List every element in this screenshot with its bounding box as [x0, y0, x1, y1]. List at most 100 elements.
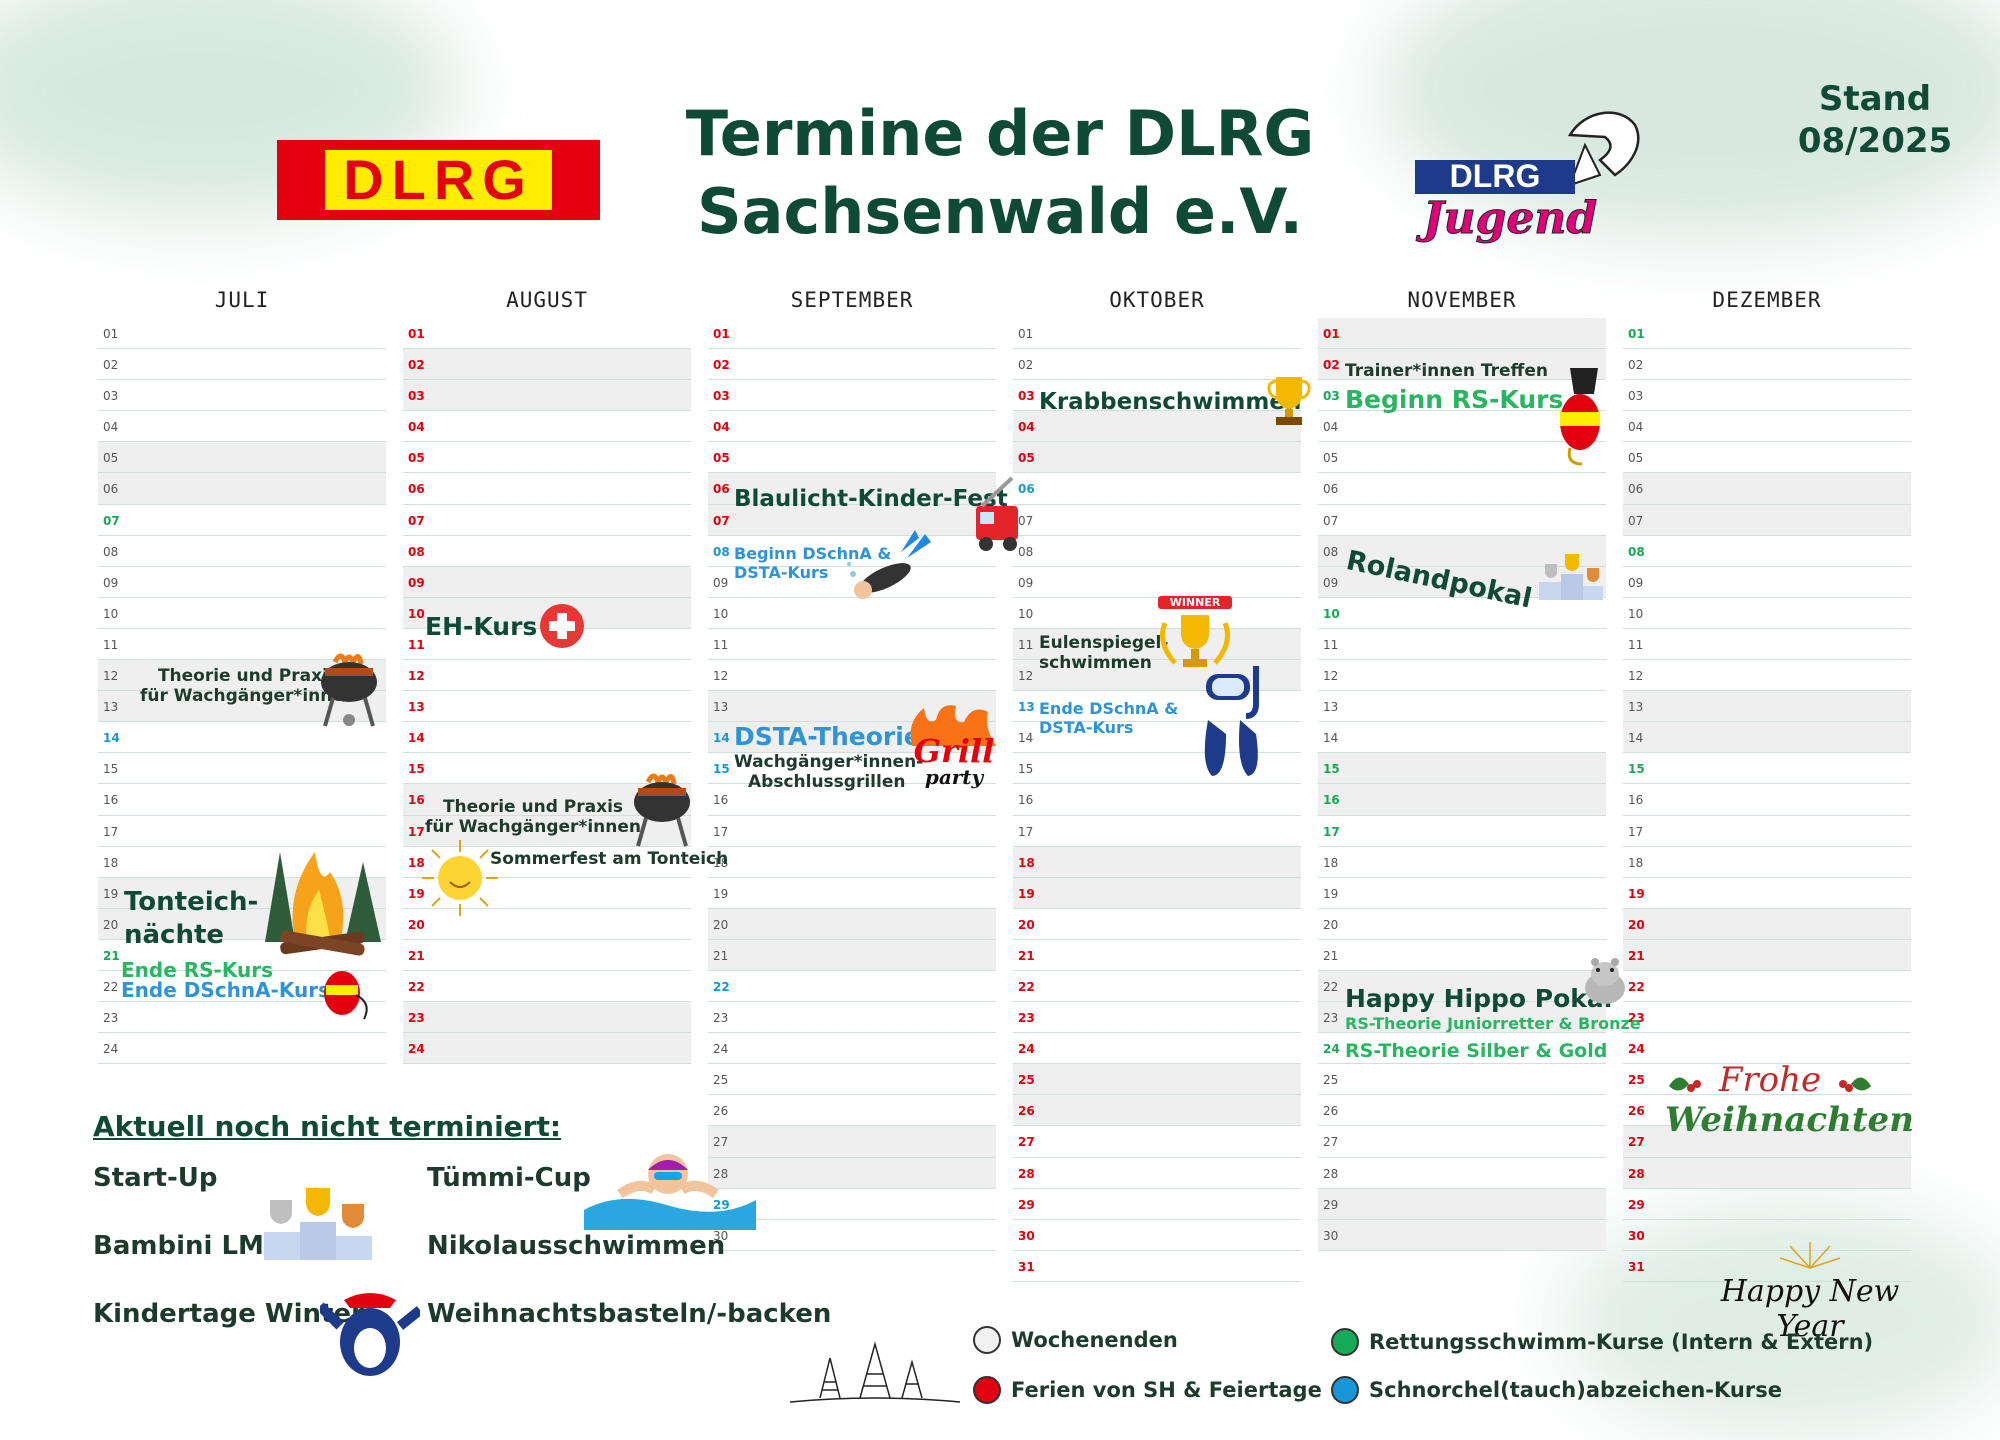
day-row: 22 [403, 971, 691, 1003]
jugend-logo-bar [1415, 160, 1575, 194]
day-row: 06 [1623, 473, 1911, 505]
event-tonteich: Tonteich- nächte [124, 887, 259, 950]
day-row: 03 [708, 380, 996, 412]
month-name: DEZEMBER [1712, 288, 1822, 312]
day-row: 07 [1623, 504, 1911, 536]
day-row: 23 [1623, 1002, 1911, 1034]
event-krabbenschwimmen: Krabbenschwimmen [1039, 389, 1302, 415]
day-row: 16 [1013, 784, 1301, 816]
unscheduled-title: Aktuell noch nicht terminiert: [93, 1110, 562, 1143]
day-row: 13 [1318, 691, 1606, 723]
day-row: 22 [1013, 971, 1301, 1003]
day-row: 23 [98, 1002, 386, 1034]
day-row: 29 [708, 1189, 996, 1220]
day-row: 02 [1318, 349, 1606, 381]
event-ende-dschna-kurs: Ende DSchnA-Kurs [121, 978, 331, 1002]
hippo-icon [1585, 958, 1625, 1004]
day-row: 17 [708, 816, 996, 847]
day-row: 01 [1623, 318, 1911, 350]
day-row: 05 [1013, 442, 1301, 474]
day-row: 23 [708, 1002, 996, 1034]
day-row: 29 [1318, 1188, 1606, 1220]
day-row: 08 [98, 536, 386, 567]
day-row: 18 [403, 847, 691, 878]
day-row: 25 [1623, 1064, 1911, 1096]
day-row: 02 [403, 349, 691, 381]
day-row: 14 [1318, 722, 1606, 754]
campfire-icon [265, 852, 381, 956]
winter-trees-icon [790, 1341, 960, 1403]
day-row: 19 [1013, 877, 1301, 909]
day-row: 24 [1318, 1033, 1606, 1065]
frohe-weihnachten-graphic: Frohe Weihnachten [1665, 1060, 1914, 1140]
day-row: 24 [708, 1033, 996, 1065]
stand-label: Stand 08/2025 [1797, 79, 1953, 161]
fireworks-icon [1779, 1242, 1841, 1269]
grill-icon [321, 653, 377, 727]
unscheduled-weihnachtsbasteln: Weihnachtsbasteln/-backen [427, 1299, 832, 1329]
podium-icon [1539, 554, 1603, 600]
day-row: 18 [1318, 847, 1606, 878]
day-row: 04 [403, 411, 691, 443]
day-row: 30 [1318, 1219, 1606, 1251]
day-row: 08 [1318, 535, 1606, 567]
day-row: 22 [1318, 970, 1606, 1003]
event-ende-rs-kurs: Ende RS-Kurs [121, 958, 274, 982]
day-row: 11 [403, 629, 691, 661]
day-row: 06 [98, 473, 386, 505]
day-row: 24 [98, 1033, 386, 1065]
dlrg-logo: DLRG [277, 140, 600, 220]
day-row: 01 [1318, 318, 1606, 350]
day-row: 03 [1623, 380, 1911, 412]
month-name: OKTOBER [1109, 288, 1205, 312]
day-row: 16 [1623, 784, 1911, 816]
day-row: 27 [1318, 1126, 1606, 1158]
day-row: 25 [708, 1064, 996, 1096]
day-row: 23 [1013, 1002, 1301, 1034]
day-row: 06 [708, 473, 996, 505]
rescue-tube-icon [324, 971, 368, 1020]
day-row: 02 [1013, 349, 1301, 381]
day-row: 30 [1623, 1220, 1911, 1251]
day-row: 18 [1623, 847, 1911, 878]
day-row: 19 [1623, 878, 1911, 909]
day-row: 09 [1013, 567, 1301, 598]
day-row: 06 [1318, 473, 1606, 505]
day-row: 22 [708, 971, 996, 1003]
background-wash-bottom-right [1560, 1200, 2000, 1440]
grill-icon-2 [634, 773, 690, 847]
holly-icon [1669, 1077, 1701, 1092]
trophy-wreath-icon [1160, 615, 1230, 667]
day-row: 25 [1013, 1064, 1301, 1096]
day-row: 09 [1623, 567, 1911, 598]
day-row: 11 [708, 629, 996, 661]
event-rs-theorie-silber: RS-Theorie Silber & Gold [1345, 1040, 1608, 1062]
day-row: 23 [403, 1002, 691, 1034]
day-row: 14 [1013, 722, 1301, 754]
day-row: 15 [1623, 753, 1911, 785]
podium-trophies-icon [264, 1188, 372, 1260]
day-row: 13 [1013, 691, 1301, 723]
day-row: 07 [98, 505, 386, 536]
event-ende-dschna-dsta: Ende DSchnA & DSTA-Kurs [1039, 699, 1179, 737]
day-row: 04 [1318, 411, 1606, 443]
day-row: 14 [1623, 722, 1911, 754]
legend-rescue-courses: Rettungsschwimm-Kurse (Intern & Extern) [1331, 1328, 1873, 1356]
day-row: 18 [708, 847, 996, 878]
day-row: 11 [98, 629, 386, 661]
day-row: 03 [1013, 380, 1301, 412]
flame-icon [910, 705, 996, 746]
event-abschlussgrillen: Wachgänger*innen- Abschlussgrillen [734, 752, 924, 792]
day-row: 01 [403, 318, 691, 350]
day-row: 29 [1623, 1189, 1911, 1220]
day-row: 18 [98, 847, 386, 878]
day-row: 21 [98, 940, 386, 971]
unscheduled-nikolausschwimmen: Nikolausschwimmen [427, 1231, 726, 1261]
day-row: 18 [1013, 846, 1301, 878]
sun-icon [422, 840, 498, 916]
day-row: 19 [403, 878, 691, 909]
day-row: 28 [1013, 1158, 1301, 1189]
day-row: 10 [708, 598, 996, 629]
day-row: 04 [98, 411, 386, 443]
